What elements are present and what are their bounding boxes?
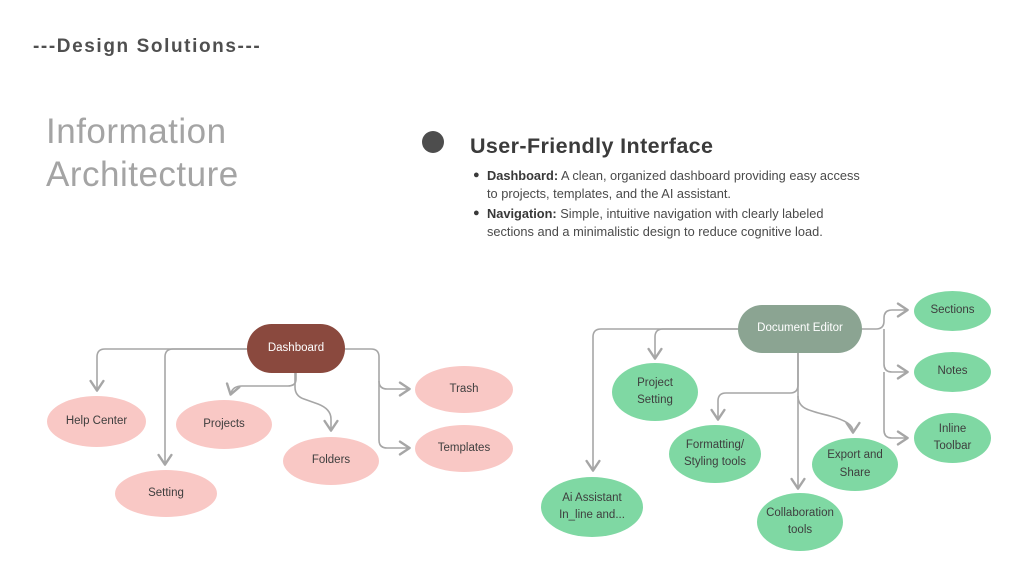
bullet-text: Dashboard: A clean, organized dashboard …	[487, 168, 860, 201]
node-setting: Setting	[115, 470, 217, 517]
bullet-label: Navigation:	[487, 205, 557, 221]
node-templates: Templates	[415, 425, 513, 472]
connector-dashboard-folders	[294, 373, 339, 432]
node-sections: Sections	[914, 291, 991, 331]
node-document-editor: Document Editor	[738, 305, 862, 353]
connector-editor-project-setting	[647, 328, 738, 360]
connector-dashboard-projects	[225, 373, 297, 396]
connector-editor-inline-toolbar	[883, 372, 909, 446]
bullet-dot-icon: ●	[473, 169, 480, 181]
section-bullet-icon	[422, 131, 444, 153]
page-title: Information Architecture	[46, 112, 239, 195]
connector-editor-sections	[862, 302, 909, 330]
node-trash: Trash	[415, 366, 513, 413]
node-export-and-share: Export and Share	[812, 438, 898, 491]
node-projects: Projects	[176, 400, 272, 449]
node-ai-assistant: Ai Assistant In_line and...	[541, 477, 643, 537]
connector-editor-export-share	[797, 395, 861, 434]
section-heading: User-Friendly Interface	[470, 134, 714, 158]
bullet-dot-icon: ●	[473, 206, 480, 219]
node-dashboard: Dashboard	[247, 324, 345, 373]
feature-bullet-list: ● Dashboard: A clean, organized dashboar…	[473, 167, 861, 243]
node-project-setting: Project Setting	[612, 363, 698, 421]
deck-header: ---Design Solutions---	[33, 36, 262, 57]
connector-dashboard-templates	[378, 381, 411, 456]
node-inline-toolbar: Inline Toolbar	[914, 413, 991, 463]
bullet-label: Dashboard:	[487, 168, 559, 183]
connector-editor-ai-assistant	[585, 328, 738, 472]
connector-dashboard-setting	[157, 348, 247, 466]
connector-editor-notes	[883, 329, 909, 380]
node-help-center: Help Center	[47, 396, 146, 447]
node-collaboration-tools: Collaboration tools	[757, 493, 843, 551]
node-formatting-styling-tools: Formatting/ Styling tools	[669, 425, 761, 483]
connector-editor-formatting	[710, 353, 799, 421]
list-item: ● Dashboard: A clean, organized dashboar…	[473, 167, 861, 203]
connector-dashboard-help-center	[89, 348, 247, 392]
node-notes: Notes	[914, 352, 991, 392]
list-item: ● Navigation: Simple, intuitive navigati…	[473, 205, 861, 241]
bullet-text: Navigation: Simple, intuitive navigation…	[487, 205, 824, 239]
connector-dashboard-trash	[345, 348, 411, 397]
node-folders: Folders	[283, 437, 379, 485]
